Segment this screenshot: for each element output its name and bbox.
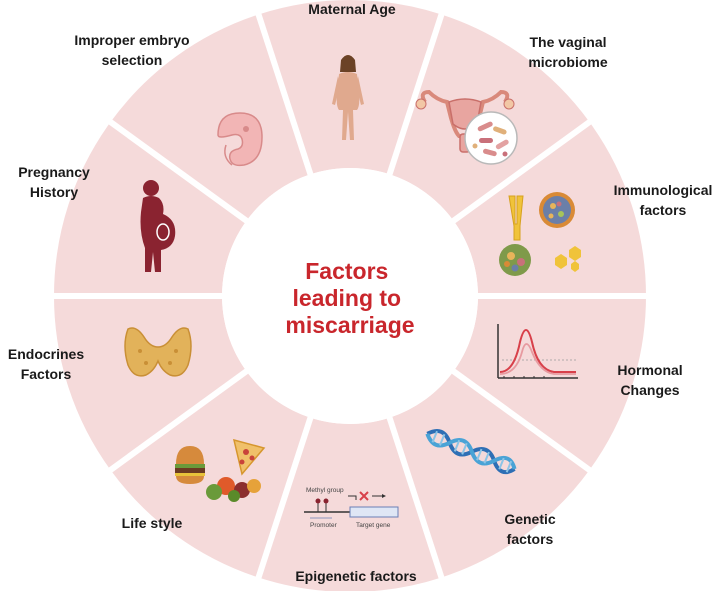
label-vaginal-microbiome-line-2: microbiome — [528, 54, 608, 70]
label-endocrines-factors-line-1: Endocrines — [8, 346, 84, 362]
center-title-line-3: miscarriage — [285, 312, 414, 338]
hormone-curve-icon — [497, 324, 578, 379]
label-immunological-factors: Immunological factors — [614, 182, 713, 218]
food-icon — [175, 438, 266, 502]
label-genetic-factors: Genetic factors — [504, 511, 556, 547]
methylation-gene-icon: Methyl group Promoter Target gene — [304, 487, 399, 529]
label-life-style: Life style — [122, 515, 183, 531]
label-maternal-age: Maternal Age — [308, 1, 396, 17]
label-hormonal-changes-line-2: Changes — [620, 382, 679, 398]
center-title: Factors leading to miscarriage — [285, 258, 414, 338]
thyroid-gland-icon — [124, 327, 192, 377]
separator-line — [107, 118, 250, 225]
woman-figure-icon — [332, 55, 364, 140]
target-gene-label: Target gene — [356, 522, 391, 529]
label-genetic-factors-line-1: Genetic — [504, 511, 556, 527]
label-vaginal-microbiome: The vaginal microbiome — [528, 34, 608, 70]
label-immunological-factors-line-1: Immunological — [614, 182, 713, 198]
label-pregnancy-history-line-2: History — [30, 184, 78, 200]
label-immunological-factors-line-2: factors — [640, 202, 687, 218]
uterus-bacteria-icon — [415, 89, 518, 165]
segment-improper-embryo-selection — [110, 14, 311, 221]
label-genetic-factors-line-2: factors — [507, 531, 554, 547]
segment-hormonal-changes — [453, 296, 646, 470]
label-improper-embryo-selection: Improper embryo selection — [74, 32, 189, 68]
separator-line — [255, 414, 314, 581]
label-endocrines-factors-line-2: Factors — [21, 366, 72, 382]
separator-line — [386, 414, 445, 581]
label-vaginal-microbiome-line-1: The vaginal — [529, 34, 606, 50]
label-maternal-age-line-1: Maternal Age — [308, 1, 396, 17]
pregnant-woman-icon — [140, 180, 176, 272]
separator-line — [450, 367, 593, 474]
segment-life-style — [110, 371, 311, 578]
center-title-line-2: leading to — [292, 285, 401, 311]
embryo-icon — [217, 112, 263, 167]
label-life-style-line-1: Life style — [122, 515, 183, 531]
separator-line — [107, 367, 250, 474]
methyl-group-label: Methyl group — [306, 487, 344, 494]
label-improper-embryo-selection-line-2: selection — [102, 52, 163, 68]
separator-line — [386, 11, 445, 178]
immune-cells-icon — [499, 192, 581, 276]
segment-genetic-factors — [389, 371, 590, 578]
separator-line — [255, 11, 314, 178]
segment-endocrines-factors — [54, 296, 247, 470]
label-epigenetic-factors: Epigenetic factors — [295, 568, 417, 584]
segment-epigenetic-factors — [258, 417, 442, 591]
label-pregnancy-history-line-1: Pregnancy — [18, 164, 90, 180]
segment-separators — [52, 11, 648, 581]
ring-segments — [54, 0, 646, 591]
label-improper-embryo-selection-line-1: Improper embryo — [74, 32, 189, 48]
label-epigenetic-factors-line-1: Epigenetic factors — [295, 568, 417, 584]
separator-line — [450, 118, 593, 225]
dna-helix-icon — [425, 429, 517, 475]
center-title-line-1: Factors — [305, 258, 388, 284]
label-hormonal-changes-line-1: Hormonal — [617, 362, 682, 378]
center-circle — [222, 168, 478, 424]
promoter-label: Promoter — [310, 522, 338, 529]
